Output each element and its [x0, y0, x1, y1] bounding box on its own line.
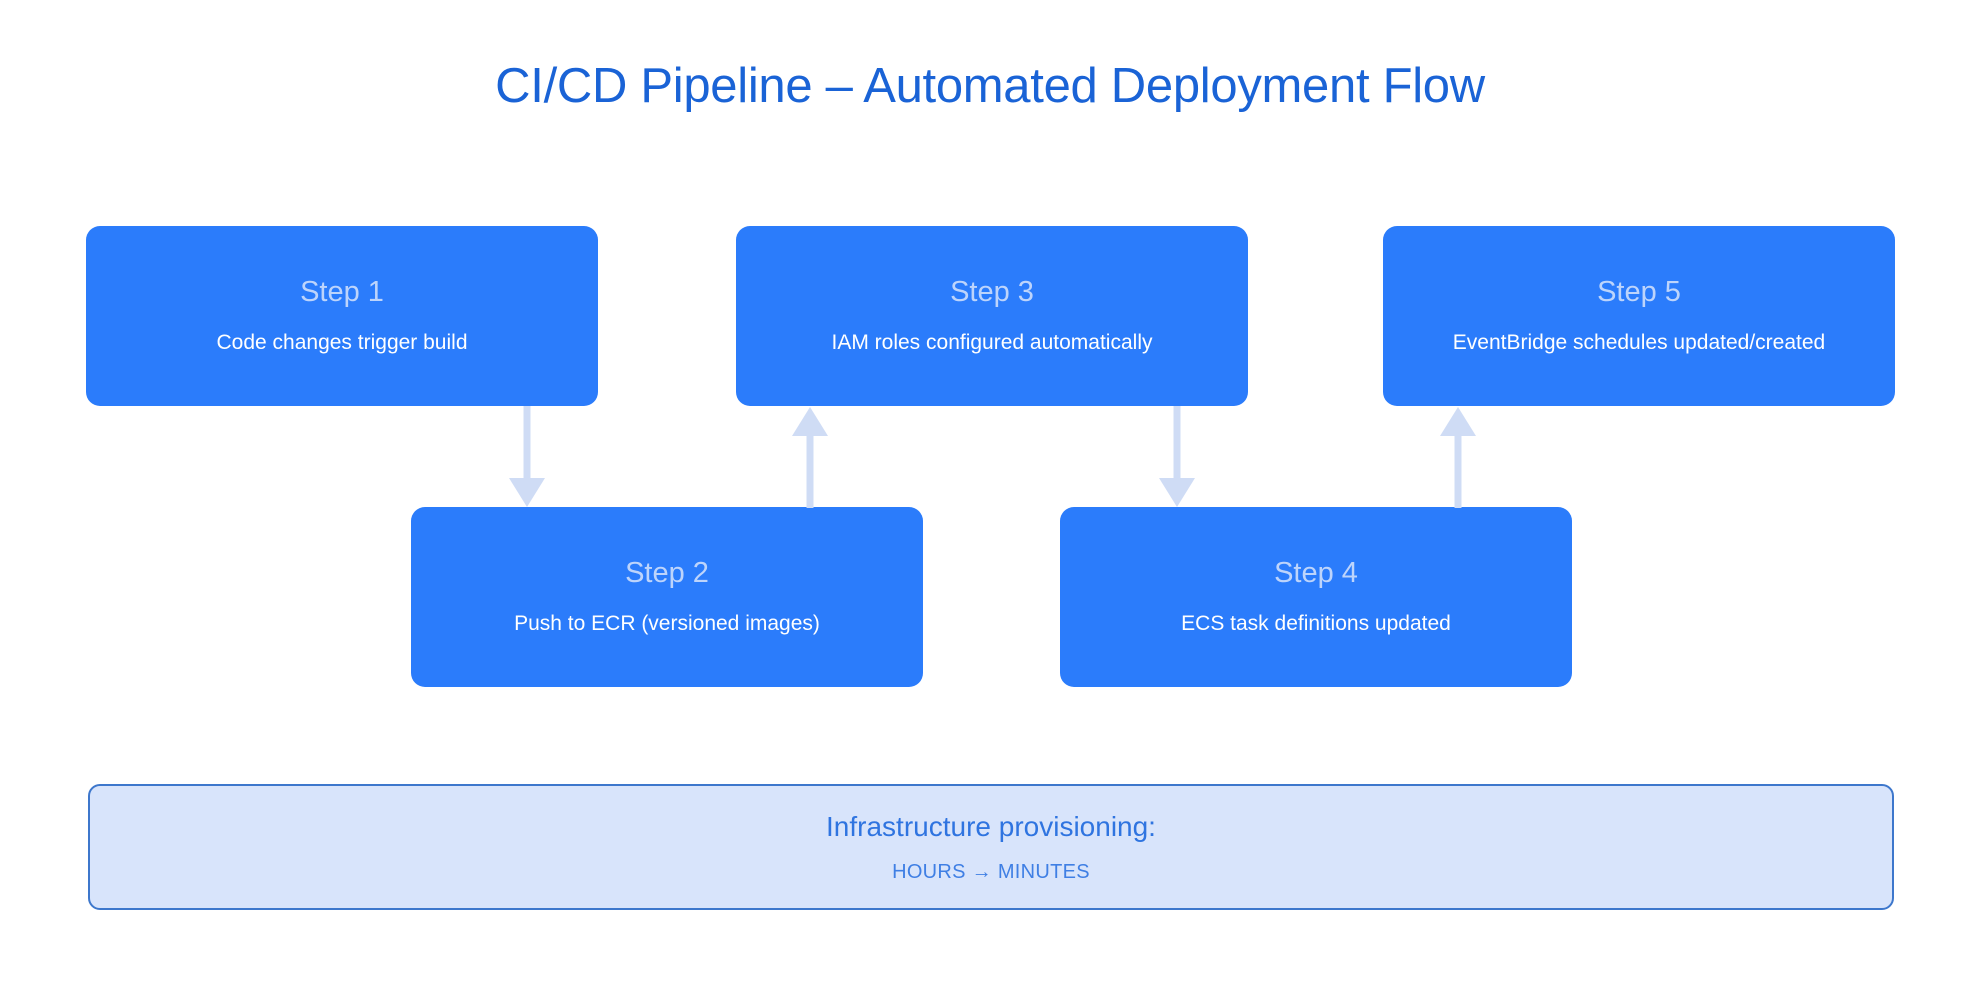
connector-arrow-up-step4-step5: [1440, 407, 1476, 508]
summary-banner: Infrastructure provisioning: HOURS → MIN…: [88, 784, 1894, 910]
step-label: Step 2: [625, 557, 709, 590]
step-description: Push to ECR (versioned images): [514, 612, 820, 636]
step-box-step-1[interactable]: Step 1 Code changes trigger build: [86, 226, 598, 406]
step-description: ECS task definitions updated: [1181, 612, 1451, 636]
step-box-step-5[interactable]: Step 5 EventBridge schedules updated/cre…: [1383, 226, 1895, 406]
connector-arrow-down-step3-step4: [1159, 406, 1195, 507]
step-description: EventBridge schedules updated/created: [1452, 331, 1826, 355]
step-box-step-2[interactable]: Step 2 Push to ECR (versioned images): [411, 507, 923, 687]
summary-title: Infrastructure provisioning:: [826, 811, 1156, 843]
step-box-step-4[interactable]: Step 4 ECS task definitions updated: [1060, 507, 1572, 687]
step-label: Step 4: [1274, 557, 1358, 590]
step-box-step-3[interactable]: Step 3 IAM roles configured automaticall…: [736, 226, 1248, 406]
step-label: Step 3: [950, 276, 1034, 309]
step-description: Code changes trigger build: [216, 331, 468, 355]
connector-arrow-down-step1-step2: [509, 406, 545, 507]
summary-value: HOURS → MINUTES: [892, 860, 1090, 883]
step-label: Step 5: [1597, 276, 1681, 309]
step-label: Step 1: [300, 276, 384, 309]
step-description: IAM roles configured automatically: [831, 331, 1153, 355]
connector-arrow-up-step2-step3: [792, 407, 828, 508]
page-title: CI/CD Pipeline – Automated Deployment Fl…: [495, 59, 1485, 113]
